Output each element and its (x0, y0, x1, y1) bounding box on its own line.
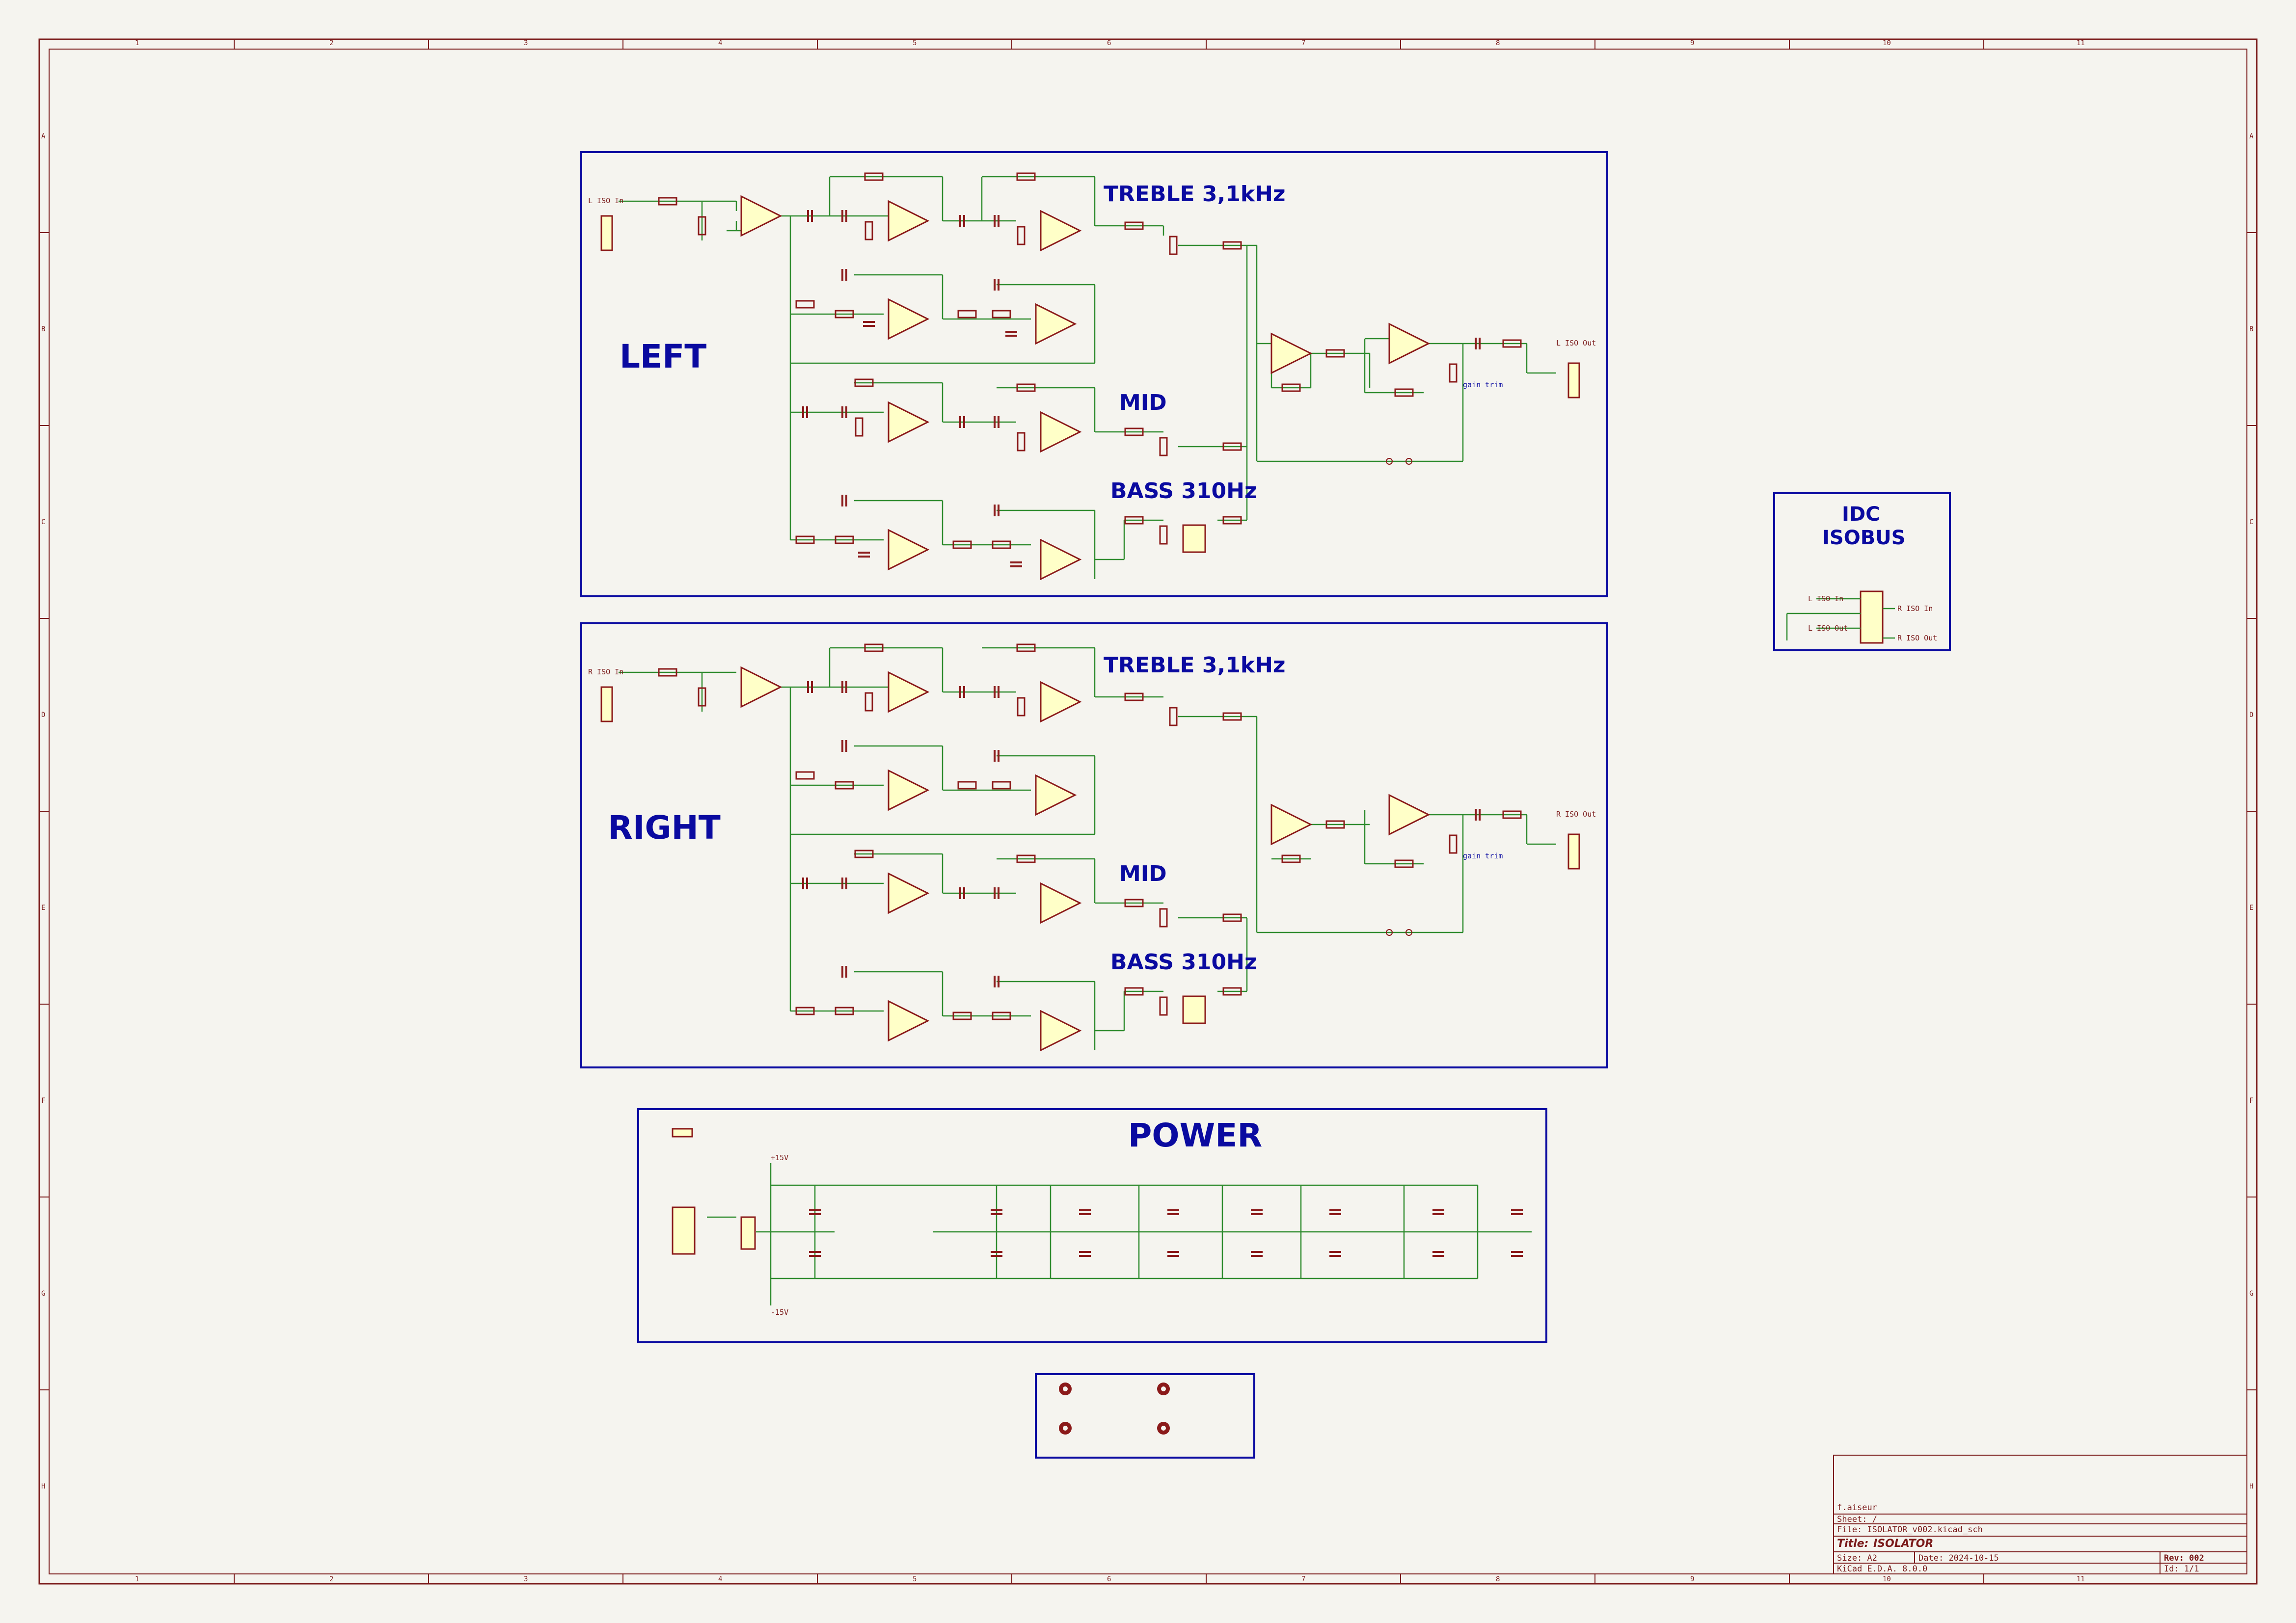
row-label: D (2249, 711, 2254, 719)
power-schematic (707, 1163, 1532, 1305)
row-label: C (41, 518, 46, 526)
col-label: 8 (1496, 39, 1500, 47)
idc-connector (1786, 590, 1895, 644)
power-block-title: POWER (1128, 1117, 1263, 1154)
col-label: 6 (1107, 1575, 1111, 1583)
title-block-id: Id: 1/1 (2164, 1564, 2199, 1574)
col-label: 5 (913, 1575, 917, 1583)
title-block-tool: KiCad E.D.A. 8.0.0 (1837, 1564, 1928, 1574)
title-block-title: ISOLATOR (1873, 1538, 1934, 1550)
col-label: 10 (1883, 1575, 1891, 1583)
idc-title-line2: ISOBUS (1822, 527, 1906, 549)
right-block-title: RIGHT (608, 809, 721, 847)
right-output-label: R ISO Out (1556, 810, 1596, 819)
col-label: 1 (135, 1575, 139, 1583)
idc-title-line1: IDC (1842, 503, 1880, 526)
row-label: G (2249, 1290, 2254, 1298)
left-mid-label: MID (1119, 390, 1167, 415)
left-output-label: L ISO Out (1556, 339, 1596, 347)
col-label: 8 (1496, 1575, 1500, 1583)
title-block-size: Size: A2 (1837, 1553, 1877, 1563)
col-label: 6 (1107, 39, 1111, 47)
col-label: 2 (329, 1575, 334, 1583)
row-label: B (2249, 325, 2254, 333)
left-channel-schematic (619, 176, 1556, 579)
row-label: A (41, 133, 46, 140)
row-label: H (41, 1483, 46, 1490)
col-label: 11 (2077, 1575, 2085, 1583)
right-gain-trim-label: gain trim (1463, 851, 1503, 860)
row-label: C (2249, 518, 2254, 526)
col-label: 7 (1301, 39, 1306, 47)
row-label: G (41, 1290, 46, 1298)
left-block-border (580, 151, 1608, 597)
power-components (672, 1128, 1524, 1257)
col-label: 4 (718, 1575, 723, 1583)
col-label: 4 (718, 39, 723, 47)
col-label: 3 (524, 1575, 528, 1583)
left-treble-label: TREBLE 3,1kHz (1104, 182, 1286, 207)
row-label: A (2249, 133, 2254, 140)
left-input-label: L ISO In (588, 196, 624, 205)
left-block-title: LEFT (620, 338, 707, 375)
right-treble-label: TREBLE 3,1kHz (1104, 653, 1286, 678)
row-label: B (41, 325, 46, 333)
right-mid-label: MID (1119, 861, 1167, 886)
right-block-border (580, 622, 1608, 1068)
col-label: 5 (913, 39, 917, 47)
row-label: F (2249, 1097, 2254, 1105)
idc-block-border (1773, 492, 1951, 651)
title-block-date: Date: 2024-10-15 (1918, 1553, 1999, 1563)
idc-r-out-label: R ISO Out (1897, 634, 1938, 642)
col-label: 9 (1690, 1575, 1695, 1583)
mounting-holes (1059, 1383, 1170, 1435)
right-channel-schematic (600, 643, 1580, 1051)
title-block-sheet: Sheet: / (1837, 1515, 1877, 1524)
col-label: 11 (2077, 39, 2085, 47)
idc-r-in-label: R ISO In (1897, 604, 1933, 613)
col-label: 2 (329, 39, 334, 47)
mounting-block-border (1035, 1373, 1255, 1459)
row-label: E (41, 904, 46, 912)
title-block-rev: Rev: 002 (2164, 1553, 2204, 1563)
left-bass-label: BASS 310Hz (1110, 479, 1257, 504)
row-label: F (41, 1097, 46, 1105)
col-label: 9 (1690, 39, 1695, 47)
row-label: E (2249, 904, 2254, 912)
col-label: 1 (135, 39, 139, 47)
title-block-file: File: ISOLATOR_v002.kicad_sch (1837, 1525, 1983, 1535)
power-neg-rail-label: -15V (771, 1308, 789, 1317)
idc-l-in-label: L ISO In (1808, 594, 1844, 603)
title-block-lines (1833, 1455, 2247, 1574)
row-label: H (2249, 1483, 2254, 1490)
right-input-label: R ISO In (588, 667, 624, 676)
left-channel-components (600, 172, 1580, 580)
power-block-border (637, 1108, 1547, 1343)
row-label: D (41, 711, 46, 719)
col-label: 10 (1883, 39, 1891, 47)
idc-l-out-label: L ISO Out (1808, 624, 1848, 633)
title-block-author: f.aiseur (1837, 1503, 1877, 1513)
title-block-title-label: Title: (1837, 1538, 1869, 1550)
col-label: 7 (1301, 1575, 1306, 1583)
right-bass-label: BASS 310Hz (1110, 950, 1257, 975)
col-label: 3 (524, 39, 528, 47)
left-gain-trim-label: gain trim (1463, 380, 1503, 389)
power-pos-rail-label: +15V (771, 1153, 789, 1162)
